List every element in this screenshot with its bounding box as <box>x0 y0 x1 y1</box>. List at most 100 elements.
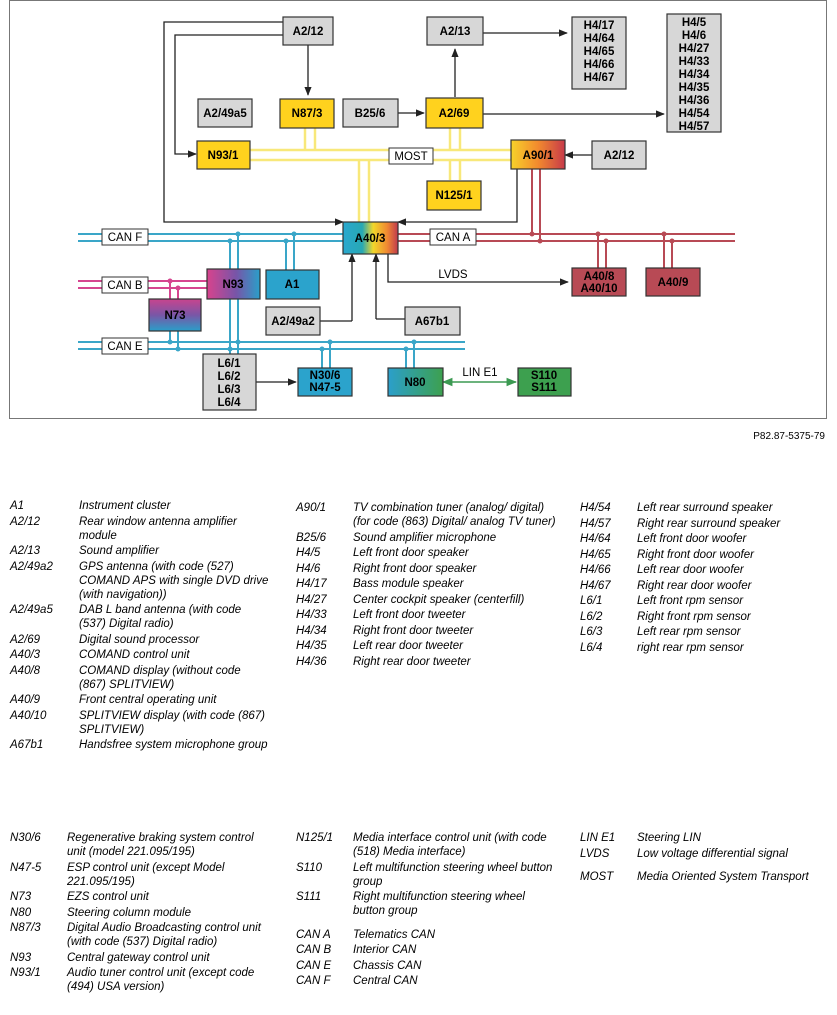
label-h4-64: H4/64 <box>584 33 615 45</box>
legend-code: CAN A <box>296 928 331 941</box>
legend-description: Left front door woofer <box>637 533 747 545</box>
legend-code: N80 <box>10 906 32 919</box>
label-n80: N80 <box>404 377 425 389</box>
legend-entry: N47-5 ESP control unit (except Model 221.… <box>10 861 270 889</box>
box-n93-1 <box>196 140 251 170</box>
label-n73: N73 <box>164 310 185 322</box>
legend-description: Instrument cluster <box>79 500 171 512</box>
box-a2-12-right <box>591 140 647 170</box>
legend-description: SPLITVIEW display (with code (867) SPLIT… <box>79 709 265 736</box>
legend-description: ESP control unit (except Model 221.095/1… <box>67 861 225 888</box>
label-a2-12-top: A2/12 <box>293 26 324 38</box>
label-h4-65: H4/65 <box>584 46 615 58</box>
legend-description: Left multifunction steering wheel button… <box>353 861 553 888</box>
label-a40-9: A40/9 <box>658 277 689 289</box>
legend-description: Right front door speaker <box>353 562 477 575</box>
legend-description: Right rear door woofer <box>637 579 752 592</box>
legend-code: N47-5 <box>10 861 42 874</box>
legend-description: Right multifunction steering wheel butto… <box>353 891 525 917</box>
legend-code: A1 <box>10 500 25 512</box>
box-n30-6 <box>297 367 353 397</box>
label-a2-12-right: A2/12 <box>604 150 635 162</box>
legend-description: Left rear rpm sensor <box>637 626 741 638</box>
legend-description: Regenerative braking system control unit… <box>67 832 254 858</box>
label-h4-67: H4/67 <box>584 72 615 84</box>
label-lvds: LVDS <box>438 269 468 281</box>
legend-code: A2/13 <box>10 545 41 557</box>
label-h4-27: H4/27 <box>679 43 710 55</box>
label-a1: A1 <box>285 279 300 291</box>
legend-description: Right rear door tweeter <box>353 655 471 668</box>
legend-description: Left rear door woofer <box>637 564 744 576</box>
legend-code: H4/36 <box>296 655 327 668</box>
legend-description: Left rear door tweeter <box>353 640 463 652</box>
legend-description: Left front rpm sensor <box>637 595 744 607</box>
legend-description: Right front rpm sensor <box>637 610 751 623</box>
legend-code: A2/12 <box>10 515 41 528</box>
legend-code: N30/6 <box>10 832 41 844</box>
wiring-diagram: A2/12 A2/13 H4/17 H4/64 H4/65 H4/66 H4/6… <box>0 0 837 430</box>
legend-code: N125/1 <box>296 832 334 844</box>
legend-code: N93/1 <box>10 967 41 979</box>
label-n125-1: N125/1 <box>435 190 473 202</box>
legend-description: Digital sound processor <box>79 633 200 646</box>
label-s111: S111 <box>531 382 557 394</box>
legend-gap <box>296 920 558 928</box>
legend-code: H4/33 <box>296 609 327 621</box>
legend-code: H4/35 <box>296 640 327 652</box>
box-a2-49a5 <box>197 98 253 128</box>
legend-entry: H4/35 Left rear door tweeter <box>296 639 558 653</box>
box-a1 <box>265 269 320 300</box>
label-a40-3: A40/3 <box>355 233 386 245</box>
legend-description: Central CAN <box>353 975 418 987</box>
box-n80 <box>387 367 444 397</box>
legend-entry: N30/6 Regenerative braking system control… <box>10 831 270 859</box>
legend-code: A2/49a5 <box>10 604 53 616</box>
label-n30-6: N30/6 <box>310 370 341 382</box>
legend-entry: A1 Instrument cluster <box>10 499 270 513</box>
label-l6-2: L6/2 <box>217 371 240 383</box>
label-a40-10: A40/10 <box>580 283 617 295</box>
box-a2-12-top <box>282 16 334 46</box>
legend-code: A90/1 <box>296 502 327 514</box>
legend-code: A2/49a2 <box>10 560 53 573</box>
box-a40-3 <box>342 221 399 255</box>
box-n93 <box>206 268 261 300</box>
legend-code: CAN B <box>296 944 332 956</box>
box-n87-3 <box>279 98 335 129</box>
box-a40-9 <box>645 267 701 297</box>
legend-code: H4/66 <box>580 564 611 576</box>
box-a90-1 <box>510 139 566 170</box>
legend-description: Bass module speaker <box>353 578 464 590</box>
label-n93-1: N93/1 <box>208 150 239 162</box>
legend-description: Sound amplifier microphone <box>353 531 497 544</box>
label-h4-17: H4/17 <box>584 20 615 32</box>
box-a67b1 <box>404 306 461 336</box>
box-s110 <box>517 367 572 397</box>
legend-entry: H4/36 Right rear door tweeter <box>296 655 558 669</box>
box-n125-1 <box>426 180 482 211</box>
label-h4-35: H4/35 <box>679 82 710 94</box>
